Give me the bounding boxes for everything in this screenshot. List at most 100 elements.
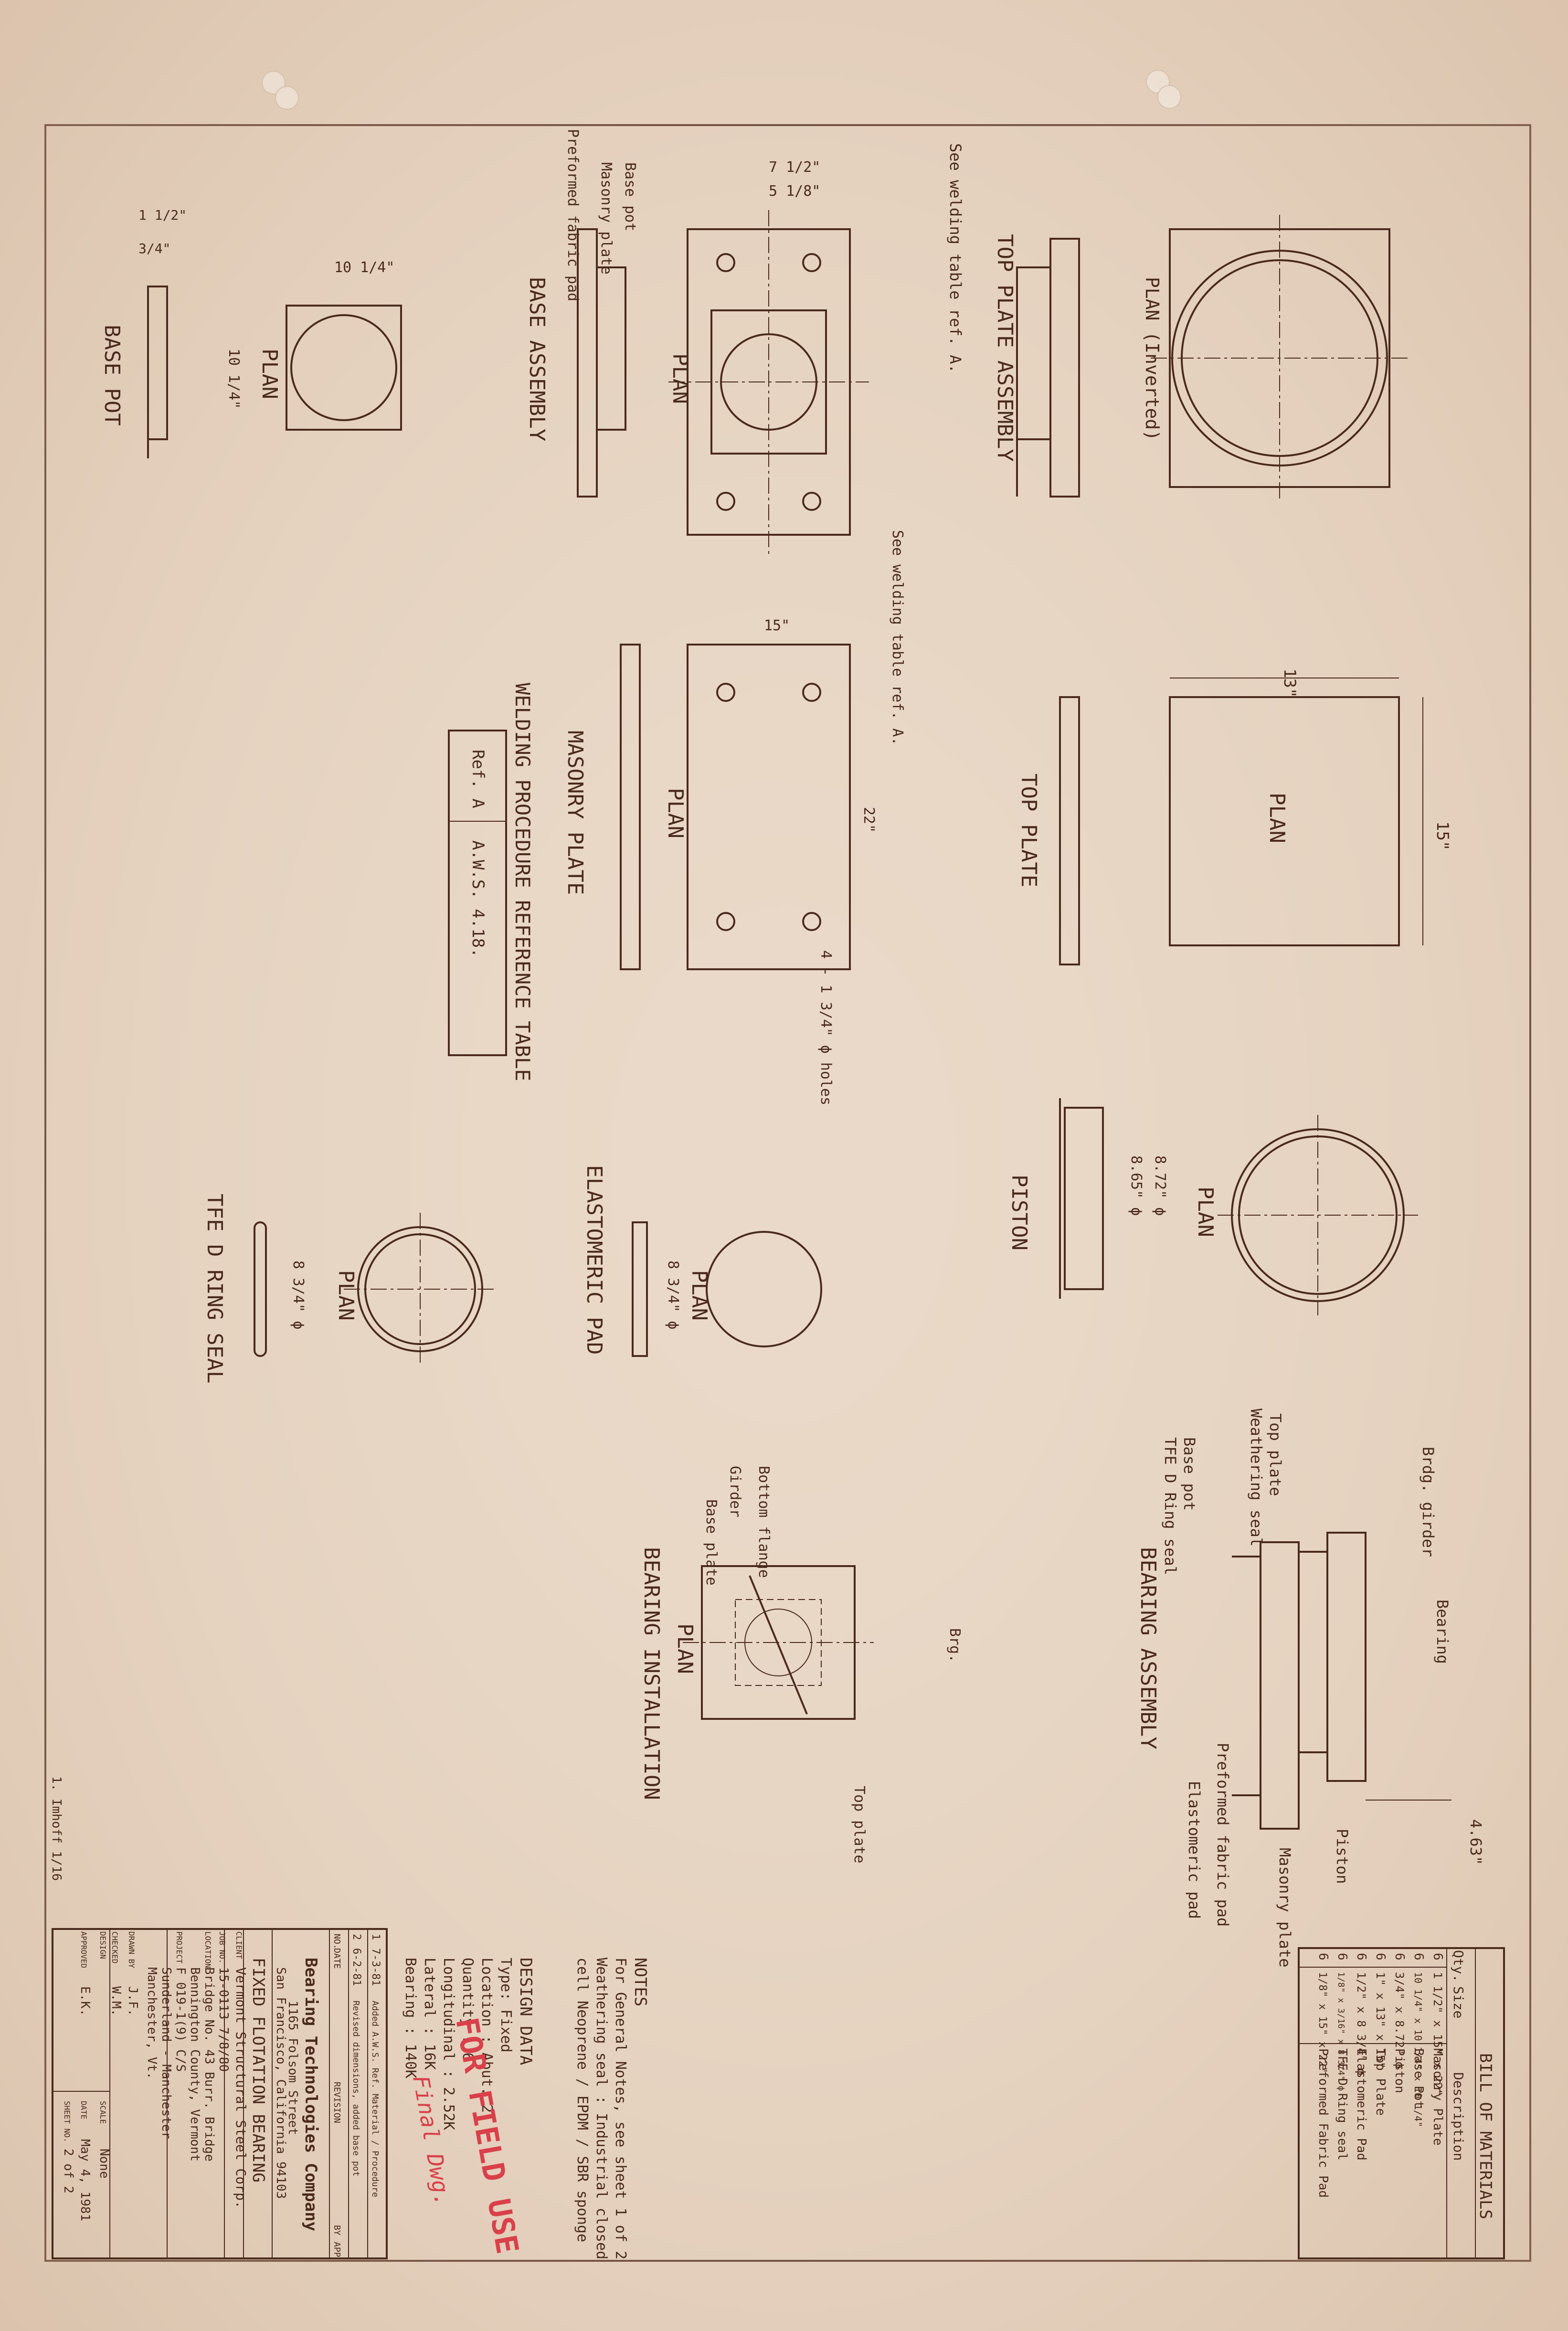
sheet-label: SHEET NO. [63,2101,72,2142]
label-tfe-seal: TFE D Ring seal [1161,1437,1179,1575]
design-data-line: Location : Abut. 2 [478,1958,495,2113]
bom-title: BILL OF MATERIALS [1476,2053,1495,2219]
dim-10-1-4-b: 10 1/4" [225,349,242,409]
bearing-installation-title: BEARING INSTALLATION [639,1547,664,1800]
dim-7-1-2: 7 1/2" [769,159,820,176]
bom-cell: Top Plate [1373,2048,1388,2116]
design-data-line: Quantity : 6 [459,1958,476,2061]
weld-note-2: See welding table ref. A. [889,530,906,746]
base-pot-title: BASE POT [100,325,124,426]
base-pot-section-view: BASE POT 1 1/2" 3/4" [100,207,187,458]
tfe-ring-plan-view: PLAN [334,1213,497,1366]
plan-title: PLAN [687,1270,711,1321]
bom-cell: Masonry Plate [1430,2048,1445,2146]
bom-cell: 1/8" x 15" x 22" [1316,1972,1328,2073]
project-value: Manchester, Vt. [145,1967,159,2079]
design-data-block: DESIGN DATA Type: Fixed Location : Abut.… [402,1958,535,2130]
bom-header-qty: Qty. [1451,1950,1466,1982]
revision-cell: Revised dimensions, added base pot [351,2001,361,2176]
margin-note: 1. Imhoff 1/16 [49,1776,64,1881]
top-plate-assembly-title: TOP PLATE ASSEMBLY [993,234,1017,462]
weld-ref: Ref. A [468,750,487,808]
elastomeric-pad-section-view: ELASTOMERIC PAD 8 3/4" ϕ [582,1165,681,1357]
design-label: DESIGN [98,1931,107,1959]
company-address: 1165 Folsom Street [286,2001,300,2135]
welding-table-title: WELDING PROCEDURE REFERENCE TABLE [511,683,534,1081]
bom-cell: 10 1/4" x 10 1/4" x 10 1/4" [1412,1972,1424,2127]
dim-3-4: 3/4" [138,241,170,256]
welding-procedure-table: Ref. A A.W.S. 4.18. WELDING PROCEDURE RE… [448,683,534,1081]
revision-header: DATE [332,1948,342,1969]
notes-line: cell Neoprene / EPDM / SBR sponge [574,1958,591,2242]
bom-cell: 1" x 13" x 15" [1374,1972,1387,2068]
piston-plan-view: PLAN [1193,1115,1418,1315]
notes-line: For General Notes, see sheet 1 of 2 [612,1958,629,2259]
design-data-line: Bearing : 140K [402,1958,419,2078]
bom-cell: Base Pot [1411,2048,1426,2108]
bearing-installation-view: PLAN BEARING INSTALLATION Bottom flange … [639,1466,963,1864]
company-address: San Francisco, California 94103 [274,1967,288,2199]
dim-22: 22" [860,807,877,833]
dim-8-3-4: 8 3/4" ϕ [665,1261,681,1330]
dim-8-72: 8.72" ϕ [1152,1155,1168,1216]
company-name: Bearing Technologies Company [301,1958,320,2231]
notes-title: NOTES [631,1958,650,2006]
bom-cell: 3/4" x 8.72" ϕ [1393,1972,1406,2068]
scale-label: SCALE [98,2101,107,2124]
plan-inverted-view: PLAN (Inverted) [1142,215,1409,501]
revision-header: APP [332,2242,342,2257]
label-bearing: Bearing [1433,1600,1451,1664]
job-value: 15-0113 7/8/80 [216,1967,231,2072]
base-assembly-section-view: BASE ASSEMBLY Base pot Masonry plate Pre… [525,129,638,498]
label-brg: Brg. [946,1628,963,1663]
plan-title: PLAN [1193,1187,1218,1237]
dim-15: 15" [764,617,790,634]
dim-5-1-8: 5 1/8" [769,183,820,200]
date-label: DATE [79,2101,88,2119]
elastomeric-pad-title: ELASTOMERIC PAD [582,1165,606,1355]
plan-title: PLAN [257,349,282,399]
label-top-plate: Top plate [851,1786,868,1864]
design-data-line: Longitudinal : 2.52K [440,1958,457,2130]
dim-8-65: 8.65" ϕ [1128,1155,1144,1216]
project-value: F 019-1(9) C/S [173,1967,188,2072]
design-data-line: Type: Fixed [498,1958,514,2053]
bom-cell: 6 [1411,1953,1426,1960]
bill-of-materials: BILL OF MATERIALS Qty. Size Description … [1298,1947,1505,2259]
location-value: Bennington County, Vermont [188,1967,202,2161]
elastomeric-pad-plan-view: PLAN [687,1231,822,1347]
job-label: JOB NO. [218,1931,227,1963]
revision-header: REVISION [332,2082,342,2123]
piston-title: PISTON [1007,1175,1031,1250]
revision-cell: 2 [350,1934,362,1940]
label-weathering-seal: Weathering seal [1247,1409,1265,1547]
label-brdg-girder: Brdg. girder [1419,1447,1437,1557]
tfe-ring-title: TFE D RING SEAL [202,1194,227,1383]
drawn-value: J.F. [126,1986,140,2016]
plan-title: PLAN [673,1623,697,1674]
bearing-assembly-title: BEARING ASSEMBLY [1136,1547,1160,1749]
approved-value: E.K. [78,1986,92,2016]
plan-title: PLAN [334,1270,358,1321]
label-preformed-pad: Preformed fabric pad [564,129,581,301]
tfe-ring-section-view: TFE D RING SEAL 8 3/4" ϕ [202,1194,307,1383]
label-masonry-plate: Masonry plate [598,162,614,275]
revision-cell: 1 [370,1934,381,1940]
date-value: May 4, 1981 [78,2139,92,2221]
dim-8-3-4: 8 3/4" ϕ [290,1261,307,1330]
bom-cell: 1 1/2" x 15" x 22" [1431,1972,1444,2096]
base-pot-plan-view: PLAN 10 1/4" 10 1/4" [225,259,402,431]
location-label: LOCATION [203,1931,212,1968]
revision-cell: 7-3-81 [370,1948,381,1986]
top-plate-assembly-view: TOP PLATE ASSEMBLY See welding table ref… [946,143,1080,498]
location-value: Bridge No. 43 Burr. Bridge [202,1967,216,2161]
sheet-value: 2 of 2 [61,2149,75,2193]
bom-cell: Elastomeric Pad [1354,2048,1368,2161]
bom-cell: 1/8" x 3/16" x 8 3/4" ϕ [1336,1972,1346,2091]
bom-cell: Piston [1392,2048,1407,2093]
plan-title: PLAN [663,788,688,838]
notes-line: Weathering seal : Industrial closed [593,1958,610,2259]
checked-value: W.M. [109,1986,123,2016]
